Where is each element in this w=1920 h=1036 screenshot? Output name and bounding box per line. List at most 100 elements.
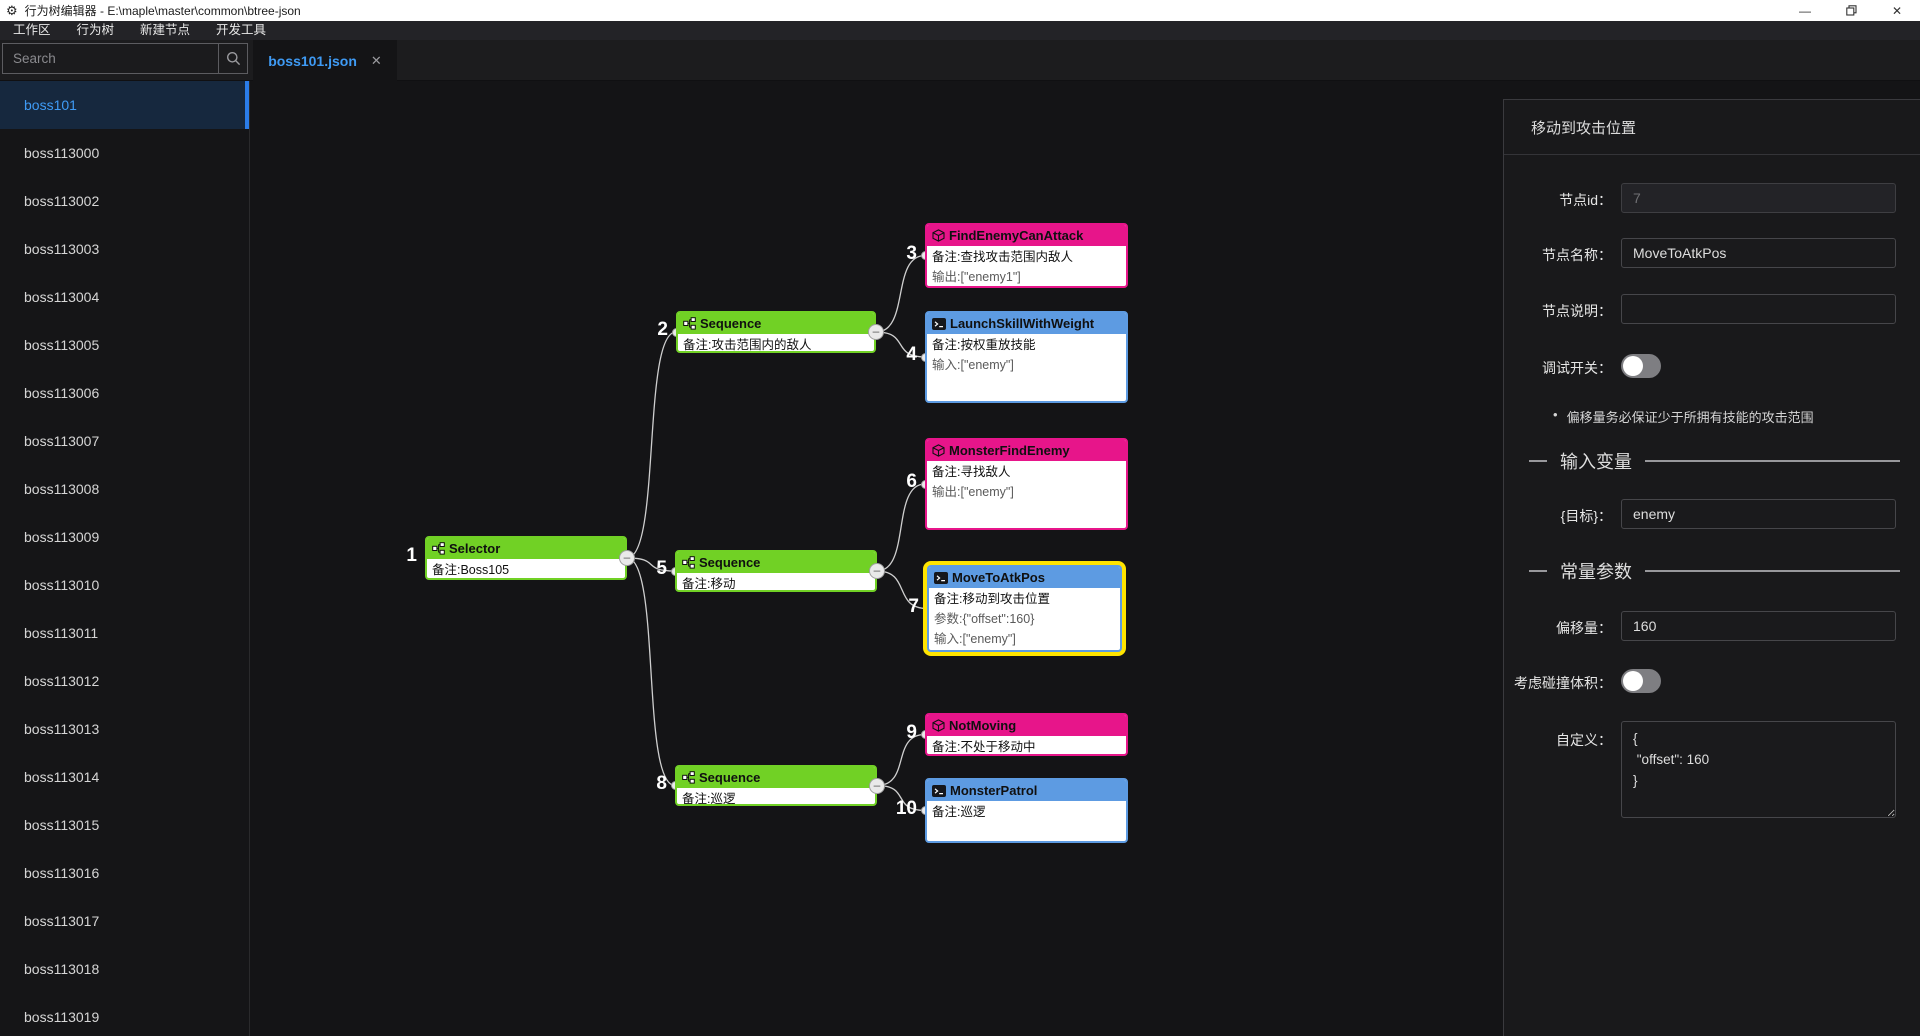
menu-item-3[interactable]: 开发工具 <box>216 23 267 37</box>
node-note-line: 输出:["enemy"] <box>932 485 1014 499</box>
cube-icon <box>932 719 945 732</box>
terminal-icon <box>932 784 946 797</box>
node-header: MonsterFindEnemy <box>927 440 1126 461</box>
sidebar-item-boss113006[interactable]: boss113006 <box>24 385 100 401</box>
menu-item-2[interactable]: 新建节点 <box>140 23 191 37</box>
node-note-line: 备注:巡逻 <box>932 805 986 819</box>
node-title: NotMoving <box>949 718 1017 733</box>
collapse-port[interactable]: – <box>868 324 884 340</box>
sidebar-item-boss113003[interactable]: boss113003 <box>24 241 100 257</box>
node-note-line: 备注:按权重放技能 <box>932 338 1036 352</box>
sidebar-item-boss113008[interactable]: boss113008 <box>24 481 100 497</box>
sidebar-item-boss113004[interactable]: boss113004 <box>24 289 100 305</box>
edges-layer <box>626 254 928 812</box>
sidebar-item-boss113016[interactable]: boss113016 <box>24 865 100 881</box>
target-label: {目标}： <box>1560 508 1612 524</box>
minimize-button[interactable]: — <box>1799 3 1811 18</box>
node-note-line: 参数:{"offset":160} <box>934 612 1035 626</box>
sidebar-item-boss113018[interactable]: boss113018 <box>24 961 100 977</box>
edge <box>876 784 926 812</box>
collapse-port[interactable]: – <box>619 550 635 566</box>
collision-toggle[interactable] <box>1621 669 1661 693</box>
sidebar-item-boss113007[interactable]: boss113007 <box>24 433 100 449</box>
edge <box>875 331 926 358</box>
menu-item-1[interactable]: 行为树 <box>76 23 115 37</box>
node-note-line: 备注:攻击范围内的敌人 <box>683 338 812 352</box>
sidebar-item-boss101[interactable]: boss101 <box>0 81 249 129</box>
section-const-params: 常量参数 <box>1529 558 1900 584</box>
close-button[interactable]: ✕ <box>1891 3 1903 18</box>
restore-button[interactable] <box>1828 0 1874 21</box>
node-note-line: 输入:["enemy"] <box>932 358 1014 372</box>
sidebar-item-boss113015[interactable]: boss113015 <box>24 817 100 833</box>
menu-item-0[interactable]: 工作区 <box>13 23 51 37</box>
node-order-number: 3 <box>906 242 917 264</box>
node-id-label: 节点id： <box>1559 192 1612 208</box>
tree-node-Sequence[interactable]: Sequence 备注:巡逻 <box>675 765 877 806</box>
node-note-line: 输入:["enemy"] <box>934 632 1016 646</box>
tab-boss101-json[interactable]: boss101.json ✕ <box>253 40 397 81</box>
node-body: 备注:巡逻 <box>677 788 875 806</box>
sidebar-item-boss113013[interactable]: boss113013 <box>24 721 100 737</box>
edge <box>626 557 676 787</box>
node-order-number: 5 <box>656 558 667 579</box>
sidebar-item-boss113002[interactable]: boss113002 <box>24 193 100 209</box>
tree-icon <box>682 556 695 569</box>
debug-switch-toggle[interactable] <box>1621 354 1661 378</box>
node-title: Sequence <box>699 770 761 785</box>
edge <box>626 331 677 559</box>
sidebar-item-boss113019[interactable]: boss113019 <box>24 1009 100 1025</box>
sidebar-item-boss113011[interactable]: boss113011 <box>24 625 99 641</box>
toggle-knob <box>1623 671 1643 691</box>
sidebar-item-boss113010[interactable]: boss113010 <box>24 577 100 593</box>
sidebar-item-boss113014[interactable]: boss113014 <box>24 769 100 785</box>
node-name-field[interactable] <box>1621 238 1896 268</box>
search-input[interactable] <box>3 44 218 73</box>
node-order-number: 7 <box>908 595 919 617</box>
toggle-knob <box>1623 356 1643 376</box>
node-desc-field[interactable] <box>1621 294 1896 324</box>
sidebar: boss101 boss113000 boss113002 boss113003 bos… <box>0 81 250 1036</box>
terminal-icon <box>934 571 948 584</box>
node-note-line: 备注:不处于移动中 <box>932 740 1036 754</box>
node-id-field[interactable] <box>1621 183 1896 213</box>
node-order-number: 2 <box>657 319 668 340</box>
tree-node-NotMoving[interactable]: NotMoving 备注:不处于移动中 <box>925 713 1128 756</box>
section-dash <box>1529 460 1547 462</box>
offset-field[interactable] <box>1621 611 1896 641</box>
sidebar-item-boss113017[interactable]: boss113017 <box>24 913 100 929</box>
collapse-port[interactable]: – <box>869 777 885 794</box>
custom-json-field[interactable]: { "offset": 160 } <box>1621 721 1896 818</box>
node-note-line: 备注:巡逻 <box>682 792 736 806</box>
tree-icon <box>683 317 696 330</box>
edge <box>875 254 926 333</box>
cube-icon <box>932 229 945 242</box>
restore-icon <box>1845 5 1857 16</box>
search-button[interactable] <box>218 44 247 73</box>
custom-label: 自定义： <box>1556 732 1612 748</box>
node-order-number: 4 <box>906 344 917 365</box>
tab-close-icon[interactable]: ✕ <box>370 52 382 68</box>
node-note-line: 备注:移动到攻击位置 <box>934 592 1050 606</box>
magnifier-icon <box>226 52 240 66</box>
section-dash <box>1529 570 1547 572</box>
sidebar-item-boss113005[interactable]: boss113005 <box>24 337 100 353</box>
sidebar-item-boss113009[interactable]: boss113009 <box>24 529 100 545</box>
section-rule <box>1645 460 1900 462</box>
node-note-line: 备注:移动 <box>682 577 736 591</box>
sidebar-item-boss113012[interactable]: boss113012 <box>24 673 100 689</box>
node-header: LaunchSkillWithWeight <box>927 313 1126 334</box>
node-header: Selector <box>427 538 625 559</box>
tree-node-LaunchSkillWithWeight[interactable]: LaunchSkillWithWeight 备注:按权重放技能输入:["enemy… <box>925 311 1128 403</box>
collapse-port[interactable]: – <box>869 563 885 579</box>
target-field[interactable] <box>1621 499 1896 529</box>
edge <box>876 570 928 610</box>
sidebar-item-boss113000[interactable]: boss113000 <box>24 145 100 161</box>
